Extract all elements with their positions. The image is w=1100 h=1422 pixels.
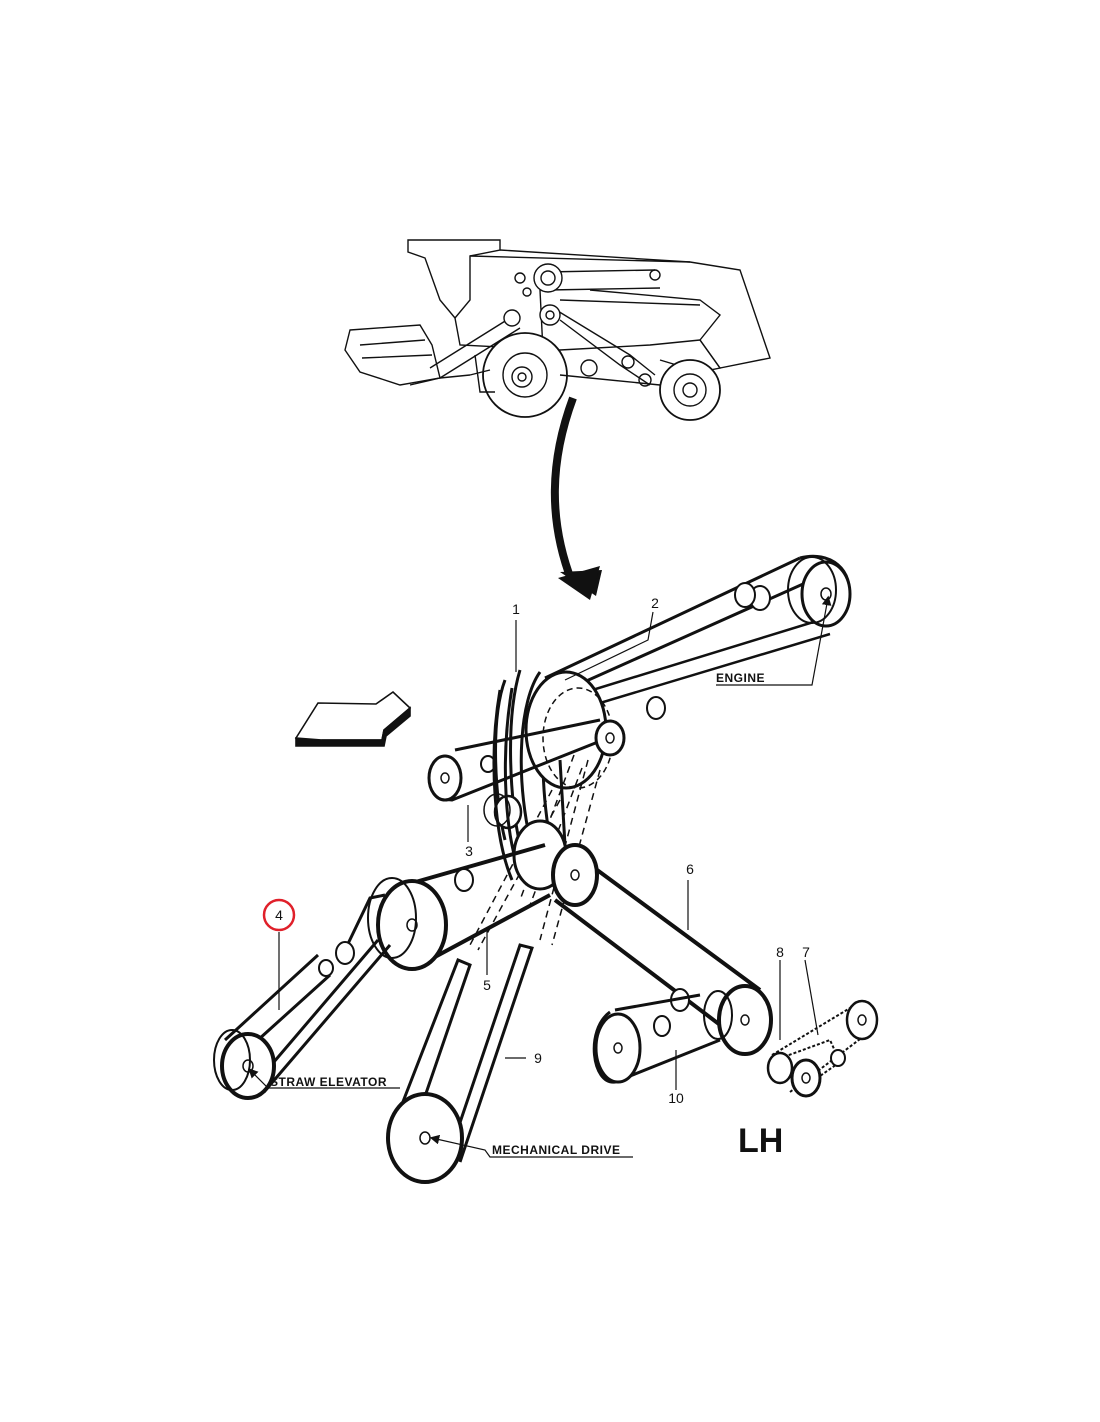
part-number-5: 5 xyxy=(483,977,491,993)
idler-pulley-belt-2 xyxy=(646,582,771,720)
belt-3 xyxy=(427,718,626,802)
part-number-6: 6 xyxy=(686,861,694,877)
combine-harvester-illustration xyxy=(344,239,771,421)
part-number-4: 4 xyxy=(275,907,283,923)
part-number-9: 9 xyxy=(534,1050,542,1066)
view-pointer-arrow xyxy=(550,396,602,600)
belt-drive-system xyxy=(213,554,879,1184)
part-number-10: 10 xyxy=(668,1090,684,1106)
part-number-2: 2 xyxy=(651,595,659,611)
engine-pulley xyxy=(787,556,852,628)
direction-arrow xyxy=(294,690,412,747)
belt-6 xyxy=(551,843,773,1056)
part-number-3: 3 xyxy=(465,843,473,859)
mechanical-drive-label: MECHANICAL DRIVE xyxy=(492,1143,620,1157)
straw-elevator-label: STRAW ELEVATOR xyxy=(270,1075,387,1089)
belt-10 xyxy=(592,993,721,1084)
belt-5 xyxy=(367,843,551,971)
idler-pulley-middle xyxy=(483,793,523,830)
belt-4-straw-elevator xyxy=(213,893,392,1100)
view-side-label: LH xyxy=(738,1122,783,1160)
part-4-highlight-ring xyxy=(262,898,296,932)
part-number-7: 7 xyxy=(802,944,810,960)
chain-drives-7-8 xyxy=(766,999,879,1098)
engine-label: ENGINE xyxy=(716,671,765,685)
part-number-1: 1 xyxy=(512,601,520,617)
leader-lines xyxy=(248,595,832,1158)
part-number-8: 8 xyxy=(776,944,784,960)
belt-9-mechanical-drive xyxy=(386,943,534,1184)
